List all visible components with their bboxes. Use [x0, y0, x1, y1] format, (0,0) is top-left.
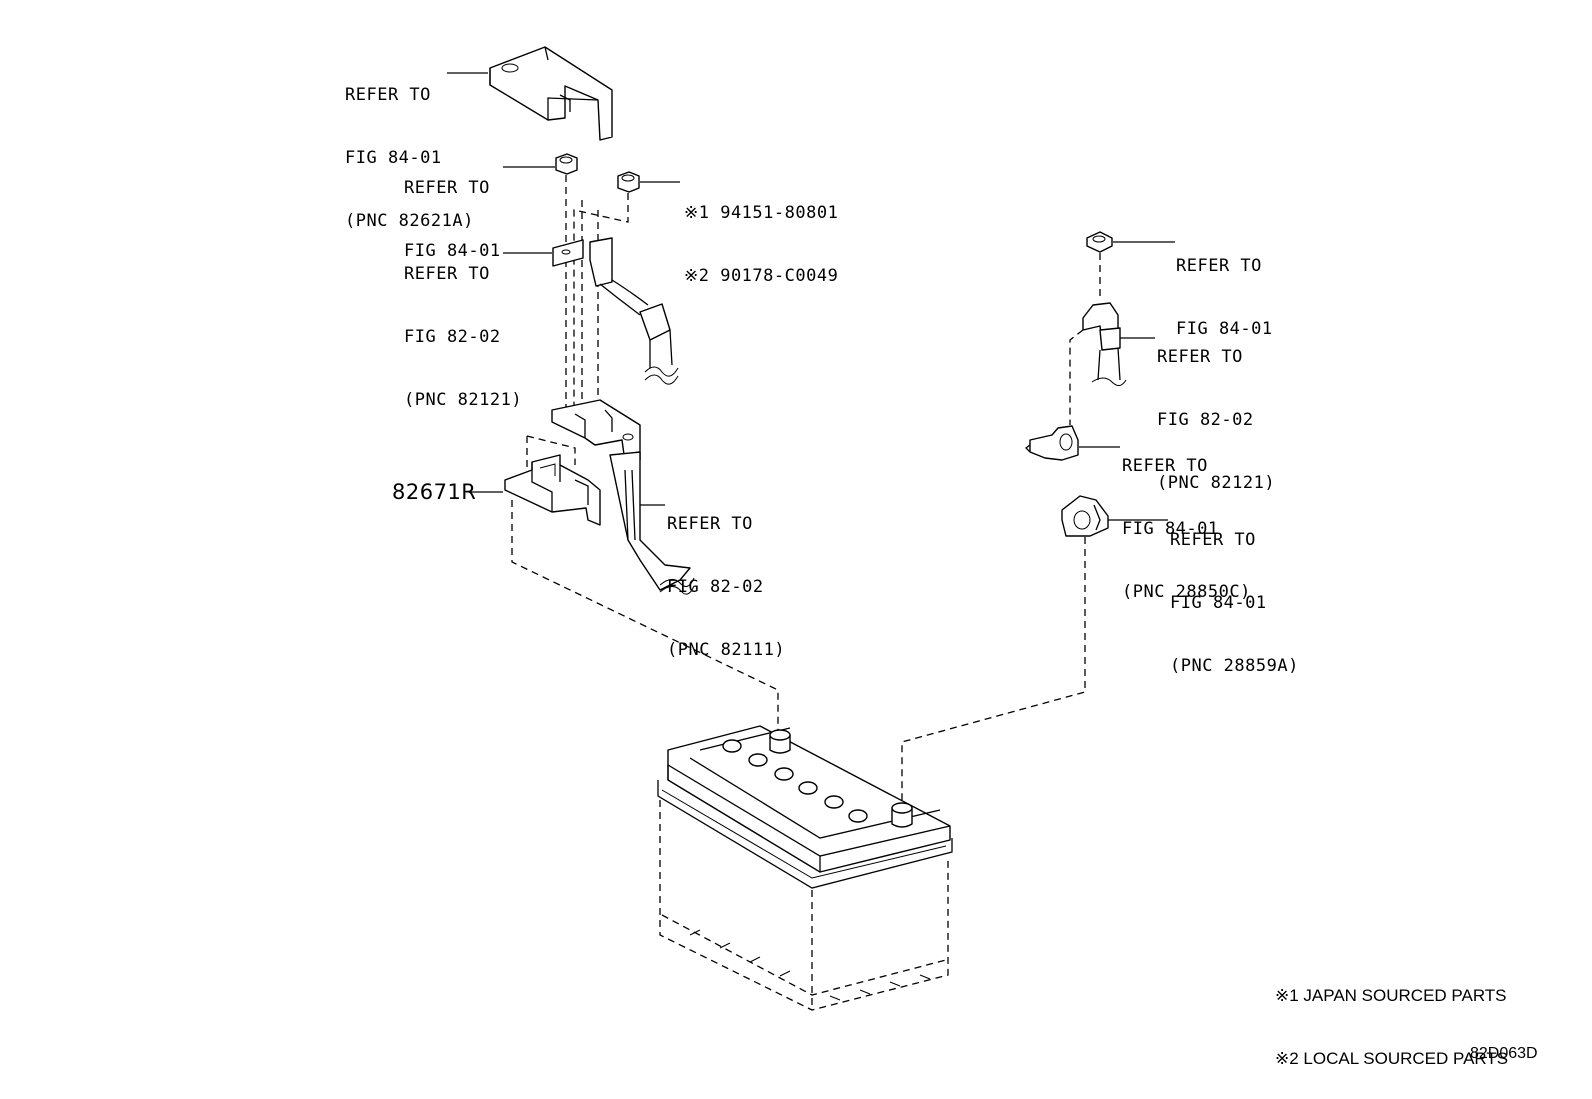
callout-cover-line1: REFER TO: [345, 85, 431, 105]
callout-sensor-right-line2: FIG 84-01: [1170, 593, 1267, 613]
callout-terminal-right-line3: (PNC 82121): [1157, 473, 1276, 493]
callout-bolt-right: REFER TO FIG 84-01: [1176, 214, 1273, 361]
callout-bolt-right-line1: REFER TO: [1176, 256, 1262, 276]
part-number-label: 82671R: [392, 480, 477, 504]
fuse-cover-part: [489, 46, 613, 141]
figure-id: 82D063D: [1470, 1045, 1538, 1062]
callout-sensor-right-line3: (PNC 28859A): [1170, 656, 1299, 676]
callout-cable-main: REFER TO FIG 82-02 (PNC 82111): [667, 472, 785, 682]
nut-left-part: [555, 153, 578, 175]
footnote-japan: ※1 JAPAN SOURCED PARTS: [1275, 986, 1507, 1005]
callout-sensor-right: REFER TO FIG 84-01 (PNC 28859A): [1170, 488, 1299, 698]
footnotes: ※1 JAPAN SOURCED PARTS ※2 LOCAL SOURCED …: [1275, 943, 1508, 1090]
callout-nut-left-line2: FIG 84-01: [404, 241, 501, 261]
callout-nut-part: ※1 94151-80801 ※2 90178-C0049: [684, 161, 838, 308]
callout-cover-line2: FIG 84-01: [345, 148, 442, 168]
cable-bracket-part: [551, 399, 695, 595]
battery-positive-terminal: [891, 802, 913, 828]
part-82671R: [504, 454, 601, 526]
sensor-right-part: [1061, 495, 1109, 537]
callout-cover-line3: (PNC 82621A): [345, 211, 474, 231]
bolt-right-part: [1086, 231, 1113, 253]
terminal-right-part: [1082, 302, 1127, 386]
callout-terminal-left-line3: (PNC 82121): [404, 390, 523, 410]
callout-nut-left-line1: REFER TO: [404, 178, 490, 198]
callout-terminal-right-line2: FIG 82-02: [1157, 410, 1254, 430]
callout-terminal-right-line1: REFER TO: [1157, 347, 1243, 367]
callout-clamp-right: REFER TO FIG 84-01 (PNC 28850C): [1122, 414, 1251, 624]
callout-terminal-left-line2: FIG 82-02: [404, 327, 501, 347]
callout-terminal-right: REFER TO FIG 82-02 (PNC 82121): [1157, 305, 1275, 515]
clamp-right-part: [1025, 425, 1079, 461]
callout-terminal-left-line1: REFER TO: [404, 264, 490, 284]
callout-bolt-right-line2: FIG 84-01: [1176, 319, 1273, 339]
nut-right-part: [617, 171, 640, 193]
callout-nut-left: REFER TO FIG 84-01: [404, 136, 501, 283]
callout-sensor-right-line1: REFER TO: [1170, 530, 1256, 550]
battery-part: [657, 725, 953, 1011]
callout-clamp-right-line3: (PNC 28850C): [1122, 582, 1251, 602]
callout-cover: REFER TO FIG 84-01 (PNC 82621A): [345, 43, 474, 253]
callout-nut-part-line1: ※1 94151-80801: [684, 203, 839, 223]
callout-cable-main-line2: FIG 82-02: [667, 577, 764, 597]
callout-nut-part-line2: ※2 90178-C0049: [684, 266, 839, 286]
callout-clamp-right-line1: REFER TO: [1122, 456, 1208, 476]
battery-negative-terminal: [769, 729, 791, 754]
callout-cable-main-line3: (PNC 82111): [667, 640, 786, 660]
footnote-local: ※2 LOCAL SOURCED PARTS: [1275, 1049, 1509, 1068]
terminal-left-part: [552, 237, 679, 385]
callout-cable-main-line1: REFER TO: [667, 514, 753, 534]
callout-terminal-left: REFER TO FIG 82-02 (PNC 82121): [404, 222, 522, 432]
callout-clamp-right-line2: FIG 84-01: [1122, 519, 1219, 539]
